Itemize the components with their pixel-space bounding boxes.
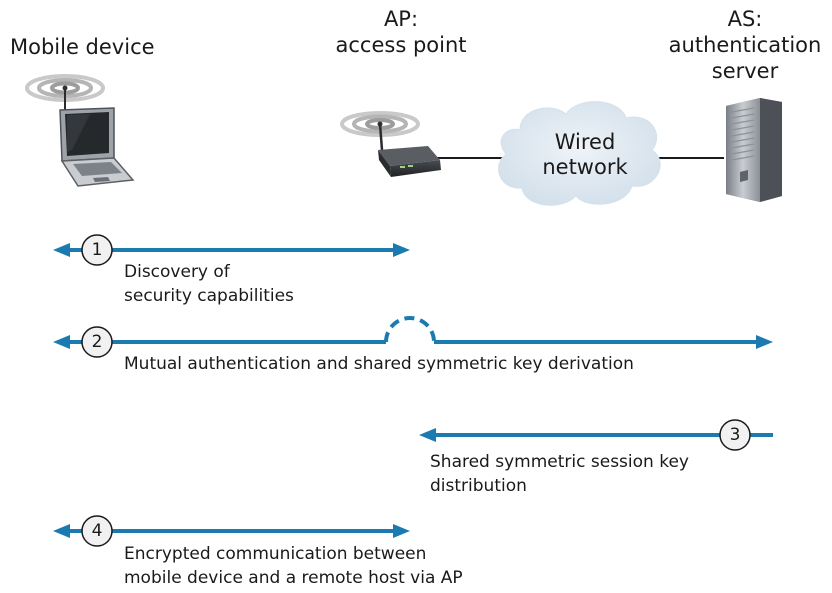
step-1-caption-line2: security capabilities bbox=[124, 286, 294, 306]
step-3-number: 3 bbox=[729, 425, 741, 445]
step-2-circle bbox=[81, 326, 113, 358]
as-label-line1: AS: bbox=[727, 7, 763, 31]
step-3-caption-line2: distribution bbox=[430, 476, 527, 496]
step-markers bbox=[81, 234, 751, 547]
step-4-number: 4 bbox=[91, 521, 103, 541]
wired-network-cloud-icon bbox=[498, 101, 661, 206]
step-2-arrow bbox=[53, 316, 773, 349]
step-4-caption: Encrypted communication between mobile d… bbox=[124, 542, 463, 590]
wired-network-label: Wired network bbox=[520, 130, 650, 180]
step-3-arrow bbox=[419, 428, 773, 442]
as-label-line3: server bbox=[711, 59, 779, 83]
ap-label-line1: AP: bbox=[383, 7, 419, 31]
step-1-number: 1 bbox=[91, 240, 103, 260]
ap-label: AP: access point bbox=[326, 6, 476, 58]
server-icon bbox=[726, 98, 782, 202]
as-label: AS: authentication server bbox=[660, 6, 830, 84]
step-2-caption-line1: Mutual authentication and shared symmetr… bbox=[124, 354, 634, 374]
step-1-circle bbox=[81, 234, 113, 266]
step-2-caption: Mutual authentication and shared symmetr… bbox=[124, 352, 634, 376]
access-point-router-icon bbox=[378, 146, 441, 177]
wired-network-label-line1: Wired bbox=[554, 130, 616, 154]
step-4-caption-line2: mobile device and a remote host via AP bbox=[124, 568, 463, 588]
ap-label-line2: access point bbox=[335, 33, 467, 57]
wired-network-label-line2: network bbox=[542, 155, 628, 179]
step-3-caption: Shared symmetric session key distributio… bbox=[430, 450, 689, 498]
arrows-layer bbox=[53, 243, 773, 538]
step-2-number: 2 bbox=[91, 332, 103, 352]
step-1-caption: Discovery of security capabilities bbox=[124, 260, 294, 308]
step-3-circle bbox=[719, 419, 751, 451]
step-4-arrow bbox=[53, 524, 410, 538]
wireless-signal-icon bbox=[340, 111, 420, 152]
step-1-arrow bbox=[53, 243, 410, 257]
step-4-caption-line1: Encrypted communication between bbox=[124, 544, 427, 564]
step-3-caption-line1: Shared symmetric session key bbox=[430, 452, 689, 472]
laptop-icon bbox=[59, 107, 135, 187]
as-label-line2: authentication bbox=[668, 33, 822, 57]
mobile-device-label: Mobile device bbox=[10, 35, 155, 59]
step-1-caption-line1: Discovery of bbox=[124, 262, 230, 282]
step-4-circle bbox=[81, 515, 113, 547]
